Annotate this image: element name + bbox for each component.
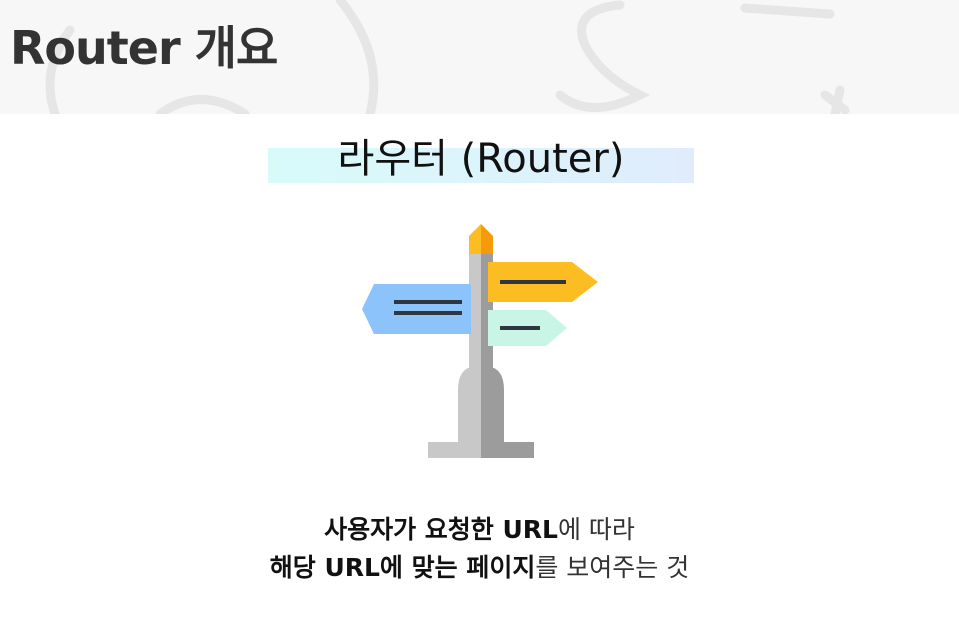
- description-line-2-strong: 해당 URL에 맞는 페이지: [269, 553, 536, 582]
- heading-highlight: [268, 148, 694, 183]
- background-decoration: [45, 0, 850, 114]
- description-line-1-strong: 사용자가 요청한 URL: [324, 515, 558, 544]
- page-title: Router 개요: [10, 21, 278, 75]
- section-heading: 라우터 (Router): [268, 122, 694, 184]
- header-band: Router 개요: [0, 0, 959, 114]
- heading-text: 라우터 (Router): [337, 136, 625, 182]
- description-line-1: 사용자가 요청한 URL에 따라: [0, 510, 959, 546]
- signpost-icon: [362, 224, 598, 458]
- description-line-1-light: 에 따라: [557, 515, 635, 544]
- description-line-2-light: 를 보여주는 것: [535, 553, 690, 582]
- description-line-2: 해당 URL에 맞는 페이지를 보여주는 것: [0, 548, 959, 584]
